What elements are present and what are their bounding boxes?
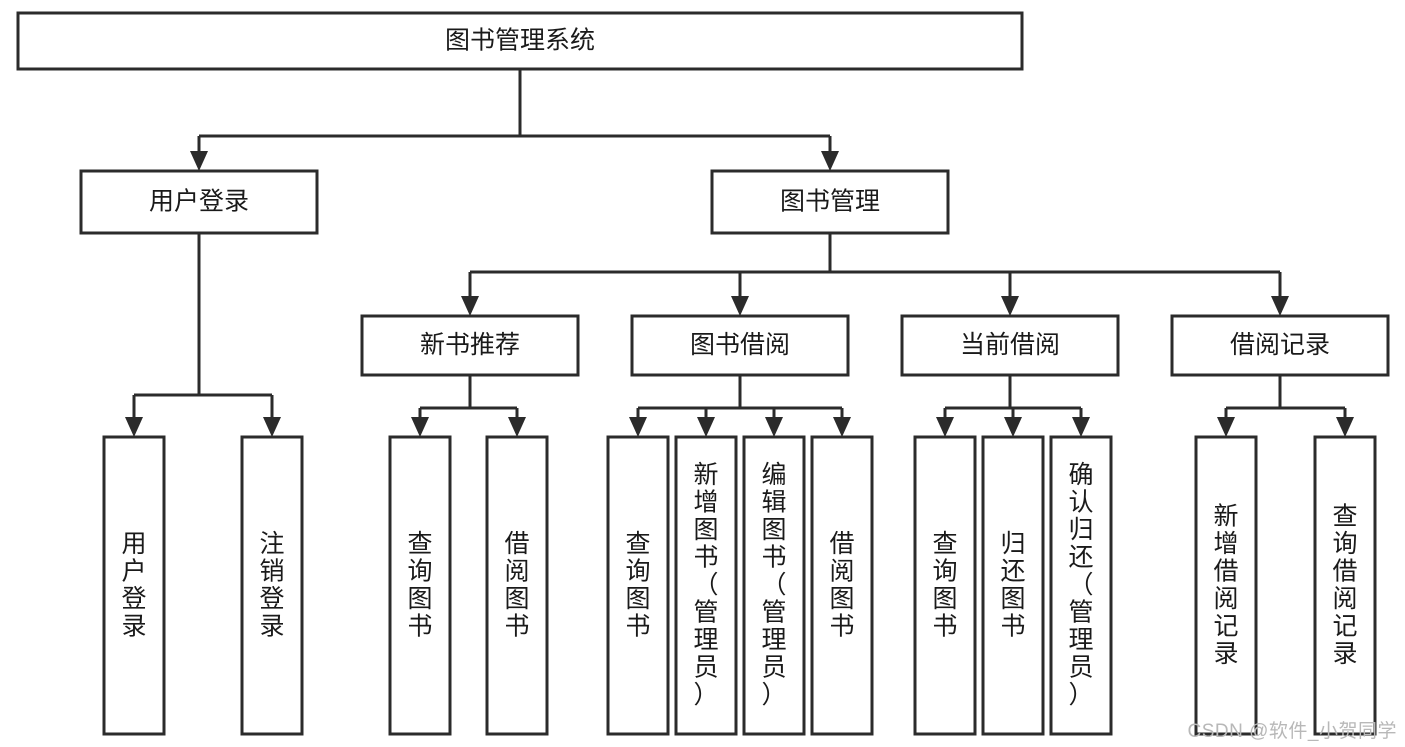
node-label-user-login-leaf: 用户登录 [121, 530, 146, 641]
node-user-logout-leaf[interactable]: 注销登录 [240, 435, 304, 736]
node-box-record-add [1194, 435, 1258, 736]
node-user-login[interactable]: 用户登录 [79, 169, 319, 235]
arrow-head-icon [1004, 417, 1022, 437]
node-box-book-borrow [630, 314, 850, 377]
node-box-borrow-query-book [606, 435, 670, 736]
node-box-record-query [1313, 435, 1377, 736]
arrow-head-icon [765, 417, 783, 437]
node-label-borrow-edit-book-admin: 编辑图书（管理员） [761, 461, 786, 709]
node-box-user-login-leaf [102, 435, 166, 736]
node-current-return-book[interactable]: 归还图书 [981, 435, 1045, 736]
node-user-login-leaf[interactable]: 用户登录 [102, 435, 166, 736]
node-box-book-manage [710, 169, 950, 235]
arrow-head-icon [1001, 296, 1019, 316]
node-label-borrow-add-book-admin: 新增图书（管理员） [693, 461, 718, 709]
connectors-layer [125, 69, 1354, 437]
node-box-recommend-borrow-book [485, 435, 549, 736]
node-label-user-login: 用户登录 [149, 188, 249, 216]
node-label-current-confirm-return-admin: 确认归还（管理员） [1068, 461, 1093, 709]
node-label-recommend-borrow-book: 借阅图书 [504, 530, 529, 641]
node-box-borrow-record [1170, 314, 1390, 377]
node-record-query[interactable]: 查询借阅记录 [1313, 435, 1377, 736]
node-label-book-borrow: 图书借阅 [690, 331, 790, 359]
nodes-layer: 图书管理系统用户登录用户登录注销登录图书管理新书推荐查询图书借阅图书图书借阅查询… [16, 11, 1390, 736]
arrow-head-icon [936, 417, 954, 437]
node-box-user-logout-leaf [240, 435, 304, 736]
node-box-root [16, 11, 1024, 71]
watermark-label: CSDN @软件_小贺同学 [1187, 721, 1397, 742]
node-label-book-manage: 图书管理 [780, 188, 880, 216]
arrow-head-icon [461, 296, 479, 316]
arrow-head-icon [821, 151, 839, 171]
node-box-borrow-add-book-admin [674, 435, 738, 736]
node-recommend-query-book[interactable]: 查询图书 [388, 435, 452, 736]
node-label-borrow-record: 借阅记录 [1230, 331, 1330, 359]
node-label-recommend-query-book: 查询图书 [407, 530, 432, 641]
node-record-add[interactable]: 新增借阅记录 [1194, 435, 1258, 736]
node-box-current-return-book [981, 435, 1045, 736]
arrow-head-icon [731, 296, 749, 316]
node-current-confirm-return-admin[interactable]: 确认归还（管理员） [1049, 435, 1113, 736]
node-label-current-return-book: 归还图书 [1000, 530, 1025, 641]
node-label-record-add: 新增借阅记录 [1213, 502, 1238, 668]
arrow-head-icon [1072, 417, 1090, 437]
arrow-head-icon [629, 417, 647, 437]
node-box-current-borrow [900, 314, 1120, 377]
arrow-head-icon [411, 417, 429, 437]
node-current-borrow[interactable]: 当前借阅 [900, 314, 1120, 377]
node-borrow-add-book-admin[interactable]: 新增图书（管理员） [674, 435, 738, 736]
node-book-manage[interactable]: 图书管理 [710, 169, 950, 235]
node-label-current-borrow: 当前借阅 [960, 331, 1060, 359]
node-label-root: 图书管理系统 [445, 27, 595, 55]
node-box-current-confirm-return-admin [1049, 435, 1113, 736]
node-new-book-recommend[interactable]: 新书推荐 [360, 314, 580, 377]
node-borrow-query-book[interactable]: 查询图书 [606, 435, 670, 736]
node-label-user-logout-leaf: 注销登录 [259, 530, 284, 641]
node-label-borrow-query-book: 查询图书 [625, 530, 650, 641]
arrow-head-icon [833, 417, 851, 437]
arrow-head-icon [1271, 296, 1289, 316]
arrow-head-icon [125, 417, 143, 437]
arrow-head-icon [697, 417, 715, 437]
node-box-current-query-book [913, 435, 977, 736]
node-borrow-record[interactable]: 借阅记录 [1170, 314, 1390, 377]
arrow-head-icon [263, 417, 281, 437]
node-book-borrow[interactable]: 图书借阅 [630, 314, 850, 377]
arrow-head-icon [1336, 417, 1354, 437]
node-label-borrow-borrow-book: 借阅图书 [829, 530, 854, 641]
node-box-borrow-edit-book-admin [742, 435, 806, 736]
node-box-borrow-borrow-book [810, 435, 874, 736]
node-label-current-query-book: 查询图书 [932, 530, 957, 641]
node-box-user-login [79, 169, 319, 235]
node-recommend-borrow-book[interactable]: 借阅图书 [485, 435, 549, 736]
node-label-new-book-recommend: 新书推荐 [420, 331, 520, 359]
node-box-recommend-query-book [388, 435, 452, 736]
node-borrow-edit-book-admin[interactable]: 编辑图书（管理员） [742, 435, 806, 736]
arrow-head-icon [190, 151, 208, 171]
arrow-head-icon [508, 417, 526, 437]
node-borrow-borrow-book[interactable]: 借阅图书 [810, 435, 874, 736]
arrow-head-icon [1217, 417, 1235, 437]
node-root[interactable]: 图书管理系统 [16, 11, 1024, 71]
node-current-query-book[interactable]: 查询图书 [913, 435, 977, 736]
node-box-new-book-recommend [360, 314, 580, 377]
node-label-record-query: 查询借阅记录 [1332, 502, 1357, 668]
